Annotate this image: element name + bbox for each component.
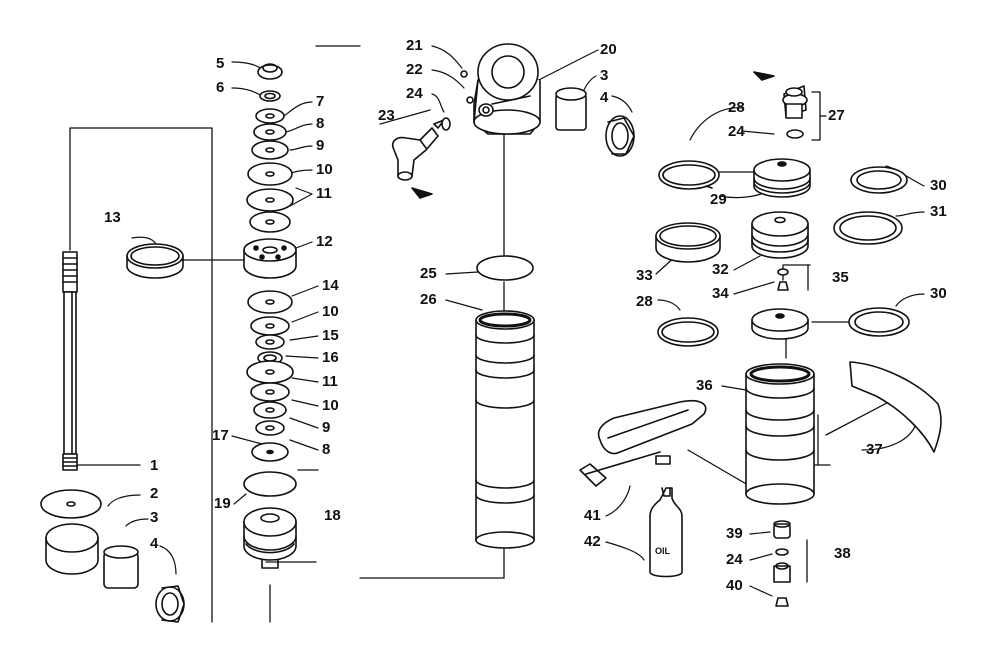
callout-label: 32 [712, 261, 729, 278]
callout-label: 23 [378, 107, 395, 124]
callout-label: 13 [104, 209, 121, 226]
arrow-icon [411, 187, 433, 199]
callout-label: 42 [584, 533, 601, 550]
callout-label: 19 [214, 495, 231, 512]
arrow-icon [753, 71, 775, 81]
callout-label: 25 [420, 265, 437, 282]
callout-label: 28 [728, 99, 745, 116]
callout-label: 10 [316, 161, 333, 178]
callout-label: 31 [930, 203, 947, 220]
callout-label: 34 [712, 285, 729, 302]
direction-arrows [411, 71, 775, 199]
callout-label: 7 [316, 93, 325, 110]
piston-stack [126, 63, 297, 569]
callout-label: 9 [316, 137, 325, 154]
callout-label: 8 [322, 441, 331, 458]
callout-label: 24 [406, 85, 423, 102]
callout-leaders [107, 45, 925, 597]
callout-label: 4 [600, 89, 609, 106]
callout-label: 2 [150, 485, 159, 502]
callout-label: 4 [150, 535, 159, 552]
callout-label: 18 [324, 507, 341, 524]
callout-label: 17 [212, 427, 229, 444]
callout-label: 41 [584, 507, 601, 524]
shaft-assembly [40, 251, 185, 623]
callout-label: 36 [696, 377, 713, 394]
callout-label: 15 [322, 327, 339, 344]
callout-label: 35 [832, 269, 849, 286]
callout-label: 24 [728, 123, 745, 140]
callout-label: 11 [322, 373, 338, 390]
callout-label: 26 [420, 291, 437, 308]
callout-label: 10 [322, 397, 339, 414]
callout-label: 8 [316, 115, 325, 132]
callout-label: 40 [726, 577, 743, 594]
callout-label: 33 [636, 267, 653, 284]
callout-label: 3 [600, 67, 609, 84]
callout-label: 3 [150, 509, 159, 526]
callout-label: 38 [834, 545, 851, 562]
cylinder-assembly [391, 43, 635, 549]
callout-label: 11 [316, 185, 332, 202]
callout-label: 12 [316, 233, 333, 250]
callout-label: 10 [322, 303, 339, 320]
callout-label: 27 [828, 107, 845, 124]
callout-label: 21 [406, 37, 423, 54]
callout-label: 29 [710, 191, 727, 208]
callout-label: 37 [866, 441, 883, 458]
callout-label: 30 [930, 177, 947, 194]
callout-label: 6 [216, 79, 225, 96]
reservoir-assembly [579, 85, 942, 607]
callout-label: 24 [726, 551, 743, 568]
callout-label: 39 [726, 525, 743, 542]
callout-label: 22 [406, 61, 423, 78]
callout-label: 1 [150, 457, 159, 474]
callout-label: 5 [216, 55, 225, 72]
callout-label: 30 [930, 285, 947, 302]
callout-label: 20 [600, 41, 617, 58]
oil-bottle-label: OIL [655, 546, 670, 556]
leader-lines [69, 45, 903, 623]
callout-label: 9 [322, 419, 331, 436]
callout-label: 14 [322, 277, 339, 294]
callout-label: 16 [322, 349, 339, 366]
callout-label: 28 [636, 293, 653, 310]
